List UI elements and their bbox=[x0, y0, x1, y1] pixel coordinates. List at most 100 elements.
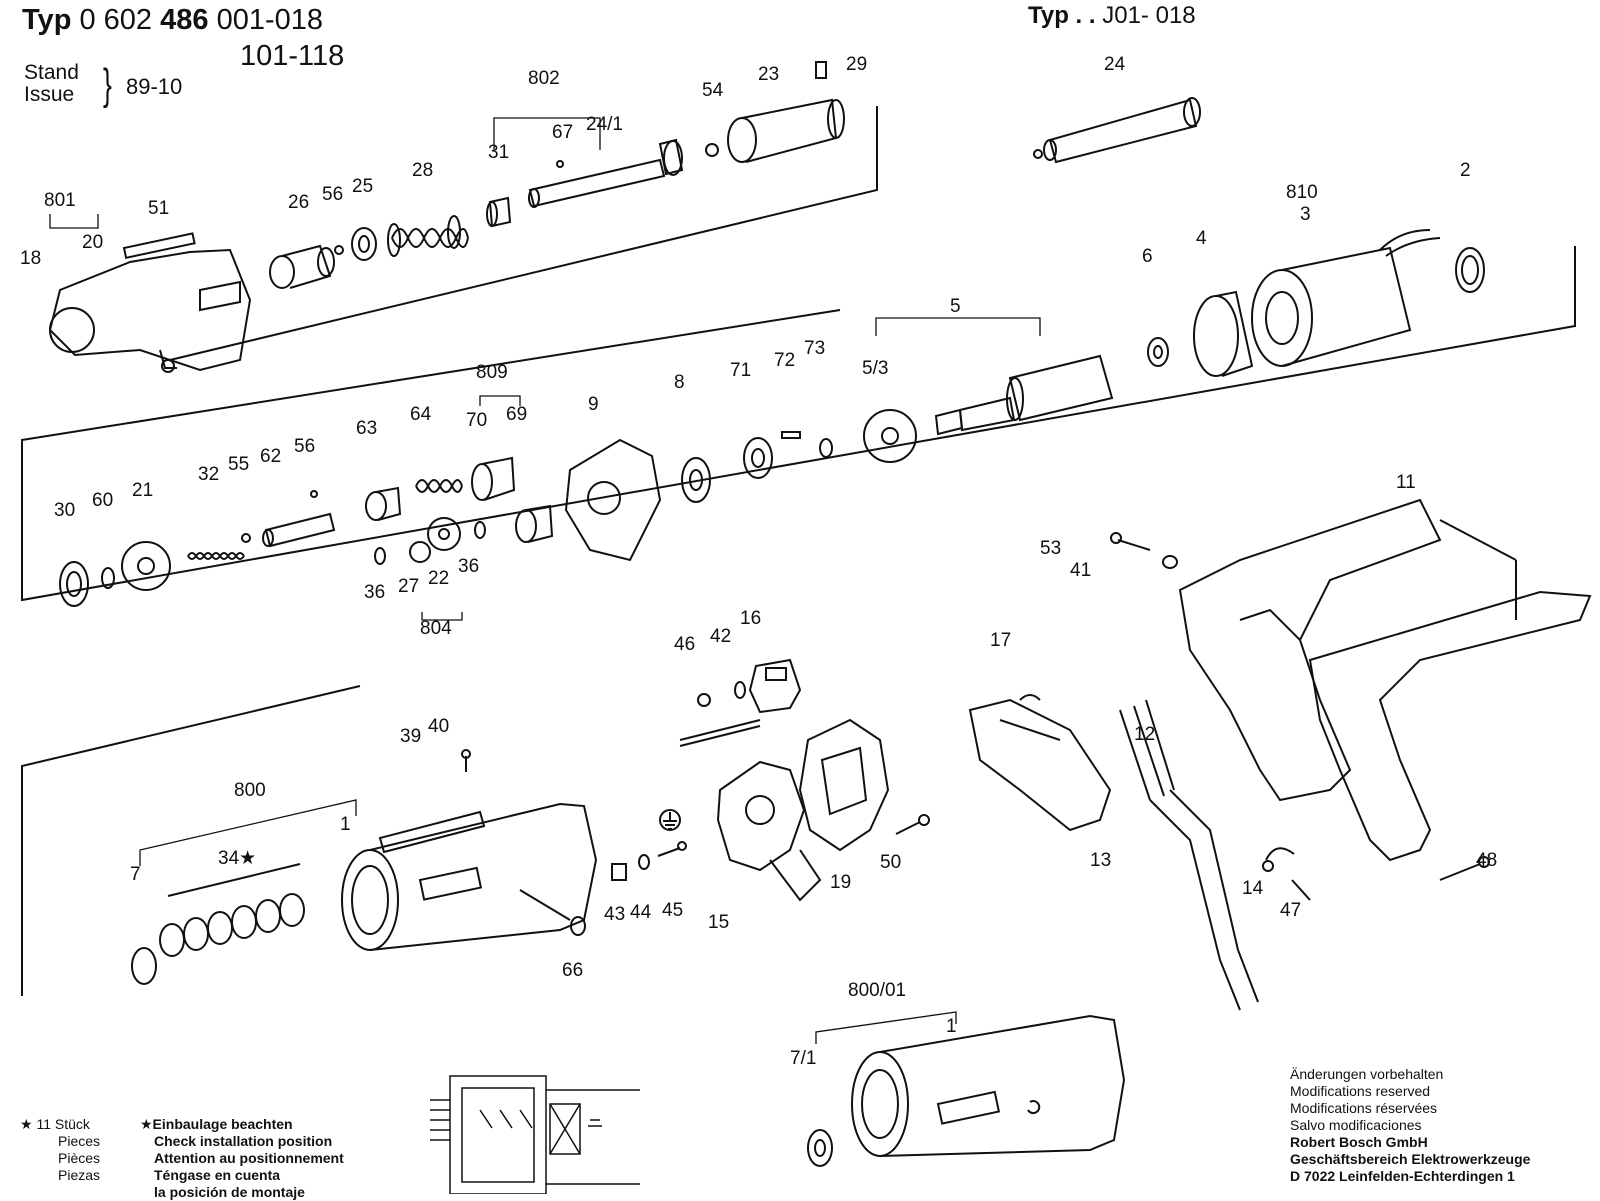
cable-13 bbox=[1149, 789, 1259, 1011]
part-label: 27 bbox=[398, 576, 419, 597]
part-label: 31 bbox=[488, 142, 509, 163]
part-label: 22 bbox=[428, 568, 449, 589]
stand-label: Stand bbox=[24, 61, 79, 84]
footer-line3: Modifications réservées bbox=[1290, 1100, 1438, 1116]
part-label: 70 bbox=[466, 410, 487, 431]
screw-46 bbox=[697, 693, 711, 707]
part-label: 30 bbox=[54, 500, 75, 521]
sleeve-31 bbox=[486, 196, 512, 228]
field-winding-810 bbox=[1251, 229, 1441, 367]
part-label: 29 bbox=[846, 54, 867, 75]
part-label: 41 bbox=[1070, 560, 1091, 581]
washer-42 bbox=[734, 681, 746, 699]
check-es: la posición de montaje bbox=[154, 1184, 305, 1200]
stand-date: 89-10 bbox=[126, 74, 183, 99]
washer-41 bbox=[1162, 555, 1178, 569]
panel-bottom-outline bbox=[21, 685, 361, 996]
leaf-spring-34 bbox=[159, 863, 305, 957]
washer-44 bbox=[638, 854, 650, 870]
part-label: 13 bbox=[1090, 850, 1111, 871]
screw-48 bbox=[1439, 856, 1490, 881]
washer-71 bbox=[743, 437, 773, 479]
footer-division: Geschäftsbereich Elektrowerkzeuge bbox=[1290, 1151, 1531, 1167]
ring-25 bbox=[351, 227, 377, 261]
part-label: 810 bbox=[1286, 182, 1318, 203]
ball-55 bbox=[241, 533, 251, 543]
shaft-62 bbox=[262, 512, 336, 548]
star-quantity-note: ★ 11 Stück Pieces Pièces Piezas bbox=[20, 1116, 100, 1184]
part-label: 53 bbox=[1040, 538, 1061, 559]
stand-issue-labels: Stand Issue bbox=[24, 62, 79, 106]
bracket-801 bbox=[49, 214, 99, 229]
washer-36-left bbox=[374, 547, 386, 565]
part-label: 40 bbox=[428, 716, 449, 737]
star-pieces-de: ★ 11 Stück bbox=[20, 1116, 90, 1132]
part-label: 56 bbox=[294, 436, 315, 457]
wires-12 bbox=[1119, 699, 1175, 801]
part-label: 804 bbox=[420, 618, 452, 639]
pieces-es: Piezas bbox=[58, 1167, 101, 1183]
install-position-note: ★Einbaulage beachten Check installation … bbox=[140, 1116, 344, 1201]
spring-28 bbox=[387, 215, 469, 257]
gear-22 bbox=[427, 517, 461, 551]
armature-5 bbox=[934, 354, 1114, 436]
footer-line1: Änderungen vorbehalten bbox=[1290, 1066, 1444, 1082]
part-label: 1 bbox=[946, 1016, 957, 1037]
part-label: 7 bbox=[130, 864, 141, 885]
type-number-heading: Typ 0 602 486 001-018 bbox=[22, 4, 323, 37]
part-label: 60 bbox=[92, 490, 113, 511]
part-label: 23 bbox=[758, 64, 779, 85]
brace-symbol: } bbox=[102, 60, 112, 109]
part-label: 64 bbox=[410, 404, 432, 425]
motor-housing-800-01 bbox=[851, 1014, 1126, 1157]
part-label: 44 bbox=[630, 902, 652, 923]
part-label: 26 bbox=[288, 192, 309, 213]
check-en: Check installation position bbox=[154, 1133, 333, 1149]
bearing-8 bbox=[681, 457, 711, 503]
type-number-right: Typ . . J01- 018 bbox=[1028, 2, 1196, 30]
part-label: 50 bbox=[880, 852, 901, 873]
part-label: 73 bbox=[804, 338, 825, 359]
part-label: 802 bbox=[528, 68, 560, 89]
ball-56-top bbox=[334, 245, 344, 255]
part-label: 62 bbox=[260, 446, 281, 467]
chuck-housing bbox=[48, 248, 252, 373]
part-label: 21 bbox=[132, 480, 153, 501]
part-label: 5/3 bbox=[862, 358, 888, 379]
bearing-6 bbox=[1147, 337, 1169, 367]
ring-30 bbox=[59, 561, 89, 607]
type-number-line2: 101-118 bbox=[240, 40, 345, 72]
bracket-5 bbox=[875, 317, 1041, 336]
gear-housing-9 bbox=[564, 438, 662, 562]
part-label: 11 bbox=[1396, 472, 1416, 493]
part-label: 36 bbox=[458, 556, 479, 577]
handle-housing-11 bbox=[1178, 498, 1592, 862]
end-cover-19 bbox=[798, 718, 890, 852]
part-label: 809 bbox=[476, 362, 508, 383]
sleeve-70 bbox=[471, 456, 516, 501]
fan-5-3 bbox=[863, 409, 917, 463]
check-fr2: Téngase en cuenta bbox=[154, 1167, 281, 1183]
part-label: 12 bbox=[1134, 724, 1155, 745]
typ-suffix: 001-018 bbox=[216, 4, 323, 36]
panel-handle-guide bbox=[1439, 519, 1517, 561]
spring-32 bbox=[187, 552, 245, 560]
ball-67 bbox=[556, 160, 564, 168]
part-label: 54 bbox=[702, 80, 724, 101]
part-label: 20 bbox=[82, 232, 103, 253]
switch-17 bbox=[968, 694, 1112, 832]
part-label: 18 bbox=[20, 248, 41, 269]
panel-top-outline bbox=[169, 106, 878, 361]
ball-54 bbox=[705, 143, 719, 157]
footer-line2: Modifications reserved bbox=[1290, 1083, 1431, 1099]
part-label: 56 bbox=[322, 184, 343, 205]
typ-right-label: Typ . . bbox=[1028, 2, 1096, 29]
part-label: 9 bbox=[588, 394, 599, 415]
part-label: 28 bbox=[412, 160, 433, 181]
footer-note: Änderungen vorbehalten Modifications res… bbox=[1290, 1066, 1530, 1185]
check-de: ★Einbaulage beachten bbox=[140, 1116, 293, 1132]
ring-7 bbox=[131, 947, 157, 985]
part-label: 36 bbox=[364, 582, 385, 603]
part-label: 71 bbox=[730, 360, 751, 381]
